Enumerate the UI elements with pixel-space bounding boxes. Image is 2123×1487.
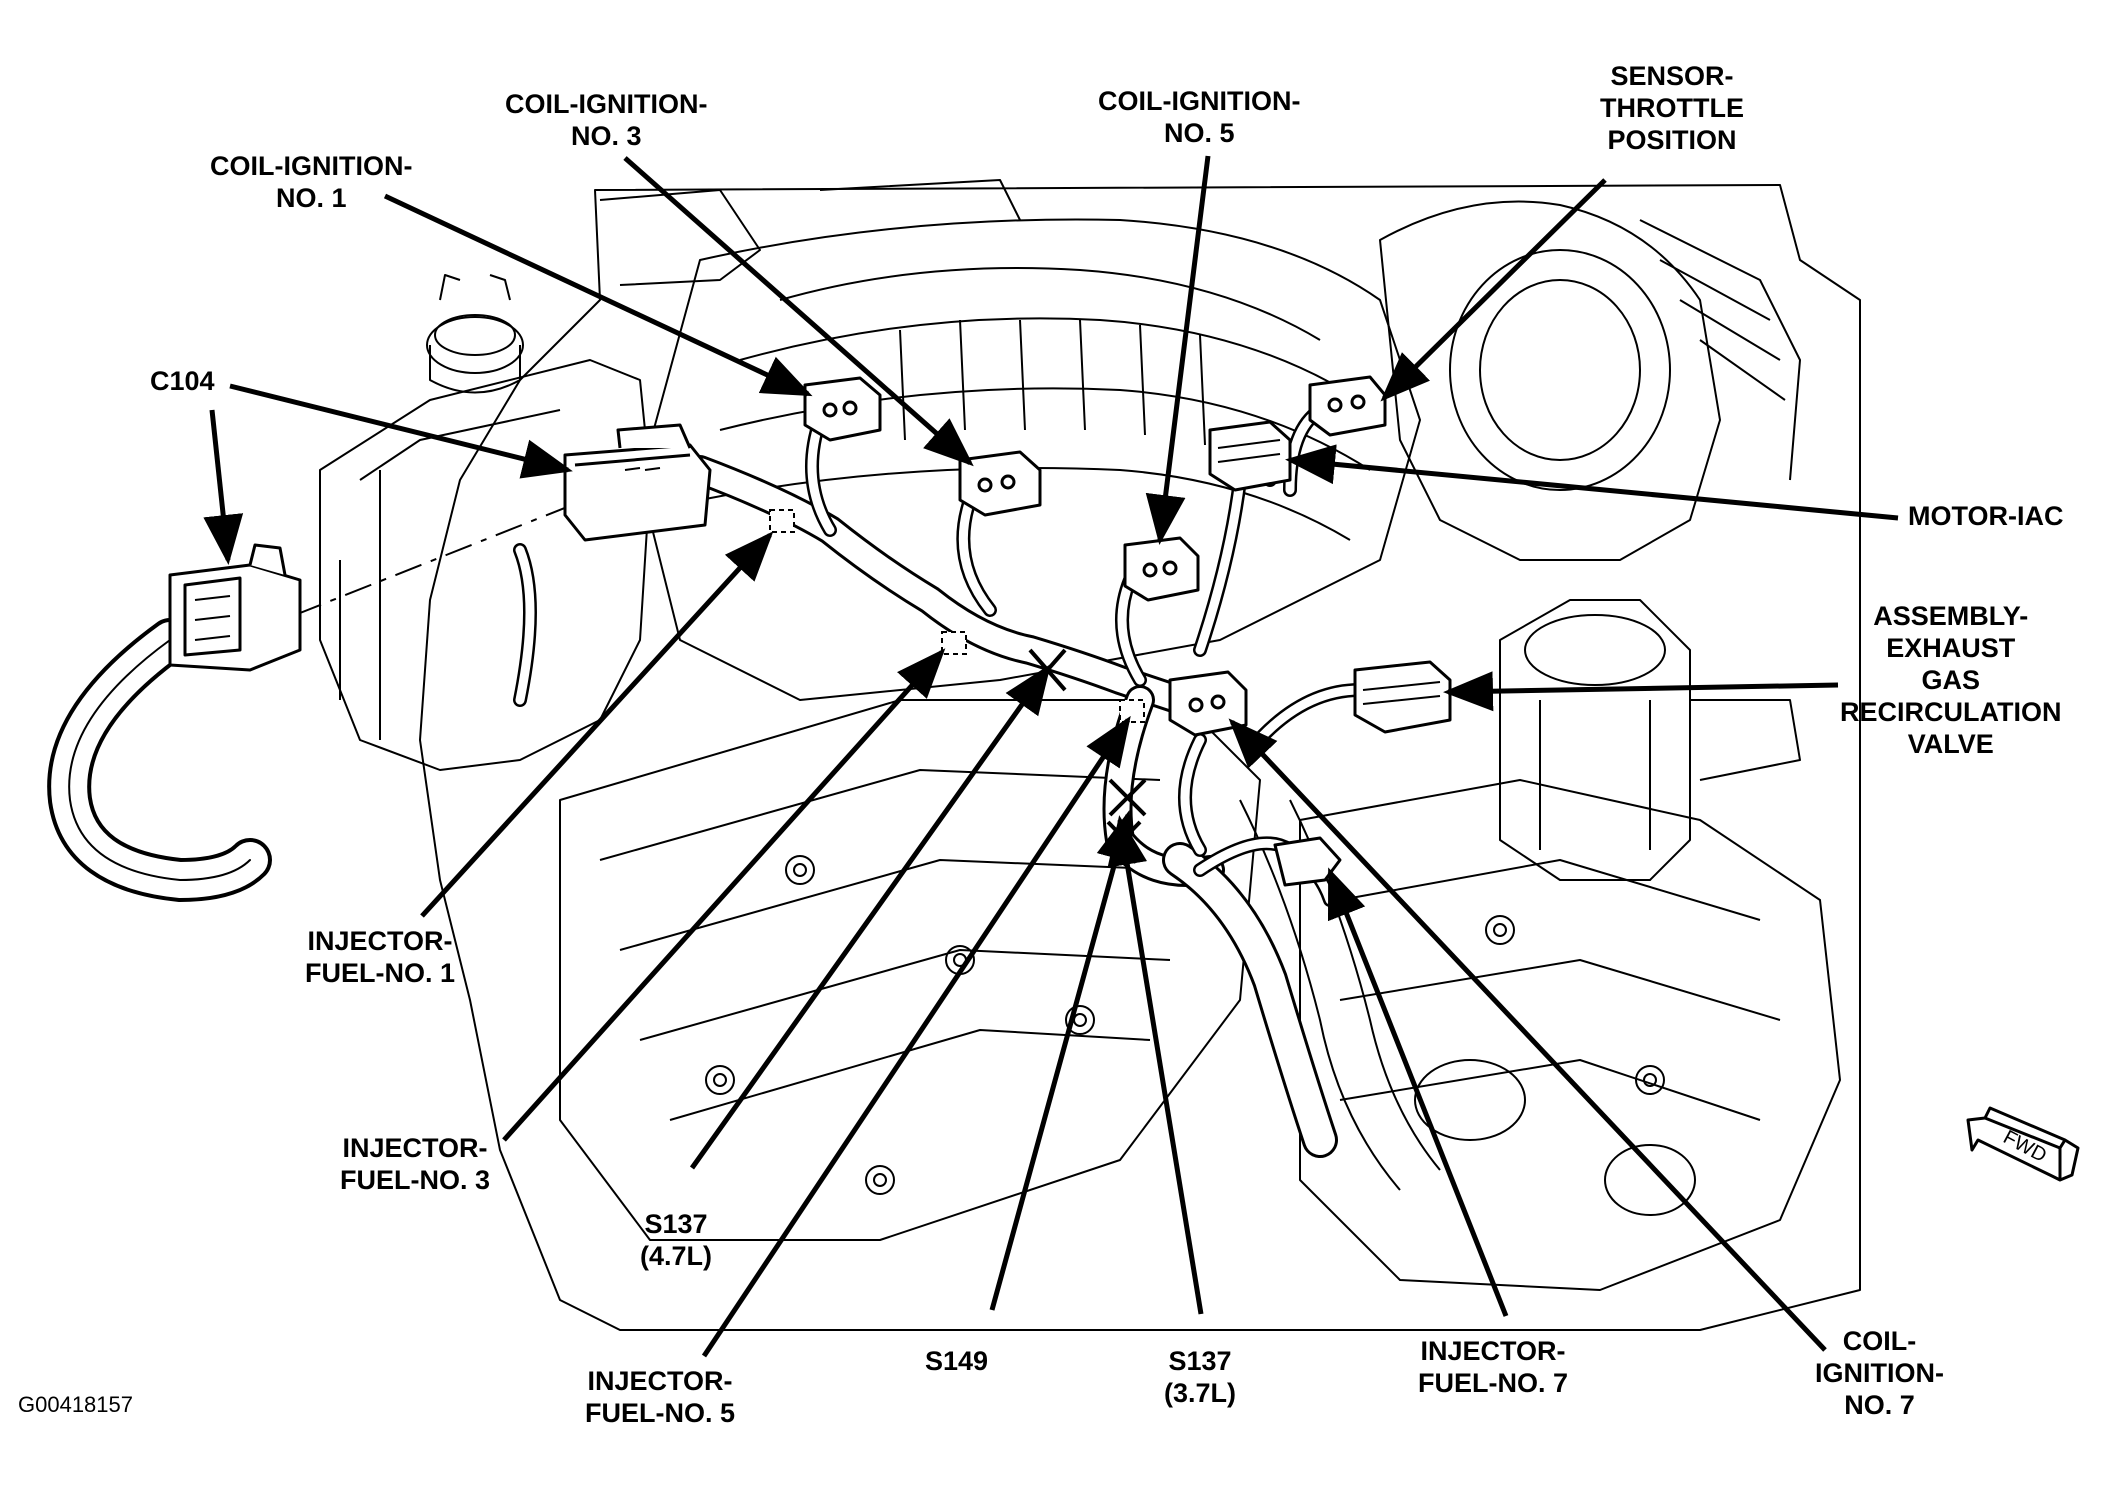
coil-5-connector bbox=[1123, 536, 1200, 602]
splice-markers bbox=[769, 509, 1145, 723]
label-coil-ignition-no-3: COIL-IGNITION- NO. 3 bbox=[505, 89, 708, 151]
label-coil-ignition-no-1: COIL-IGNITION- NO. 1 bbox=[210, 151, 413, 213]
label-injector-fuel-no-5: INJECTOR- FUEL-NO. 5 bbox=[585, 1366, 736, 1428]
label-coil-ignition-no-5: COIL-IGNITION- NO. 5 bbox=[1098, 86, 1301, 148]
label-assembly-exhaust-gas-recirculation-valve: ASSEMBLY- EXHAUST GAS RECIRCULATION VALV… bbox=[1840, 601, 2062, 759]
label-injector-fuel-no-7: INJECTOR- FUEL-NO. 7 bbox=[1418, 1336, 1569, 1398]
label-sensor-throttle-position: SENSOR- THROTTLE POSITION bbox=[1600, 61, 1744, 155]
connectors bbox=[168, 375, 1452, 887]
tps-connector bbox=[1308, 375, 1387, 437]
engine-block-drawing bbox=[319, 179, 1861, 1331]
label-c104: C104 bbox=[150, 366, 215, 396]
egr-connector bbox=[1353, 660, 1452, 734]
forward-direction-arrow bbox=[1966, 1106, 2080, 1182]
iac-connector bbox=[1208, 420, 1292, 492]
label-s137-3-7l: S137 (3.7L) bbox=[1164, 1346, 1237, 1408]
label-s149: S149 bbox=[925, 1346, 989, 1376]
label-injector-fuel-no-1: INJECTOR- FUEL-NO. 1 bbox=[305, 926, 456, 988]
coil-3-connector bbox=[958, 450, 1042, 517]
leader-lines bbox=[203, 155, 1899, 1358]
wiring-harness bbox=[47, 403, 1367, 1158]
label-injector-fuel-no-3: INJECTOR- FUEL-NO. 3 bbox=[340, 1133, 491, 1195]
alignment-line bbox=[294, 489, 611, 616]
label-motor-iac: MOTOR-IAC bbox=[1908, 501, 2064, 531]
label-s137-4-7l: S137 (4.7L) bbox=[640, 1209, 713, 1271]
c104-connector bbox=[168, 543, 302, 672]
figure-id: G00418157 bbox=[18, 1392, 133, 1417]
harness-c104-end bbox=[563, 423, 712, 542]
label-coil-ignition-no-7: COIL- IGNITION- NO. 7 bbox=[1815, 1326, 1944, 1420]
coil-7-connector bbox=[1168, 670, 1248, 737]
coil-1-connector bbox=[803, 376, 882, 442]
